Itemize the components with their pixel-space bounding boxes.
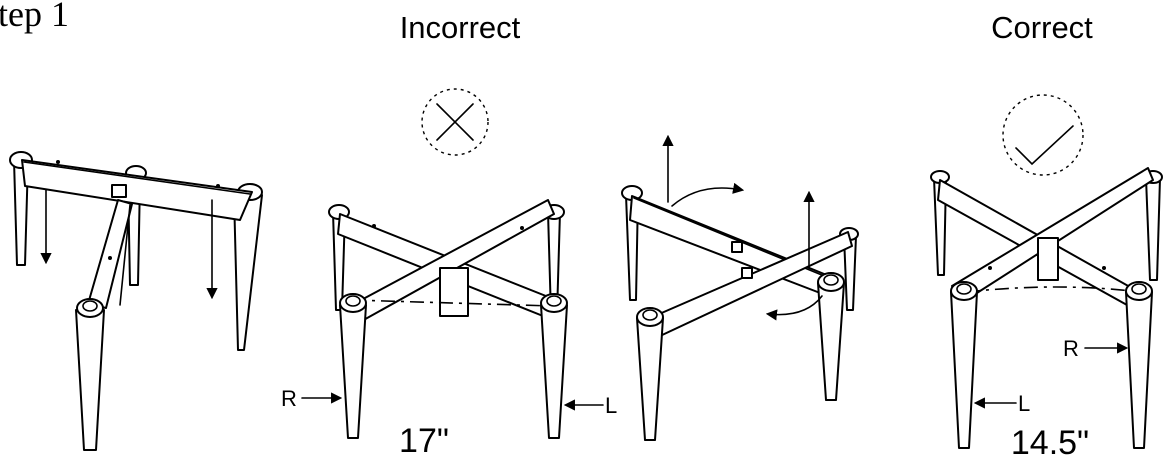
rail-rotation-step [621,134,859,441]
correct-left-label: L [1018,391,1030,416]
cross-icon [421,88,489,156]
incorrect-right-label: R [281,386,297,411]
correct-dimension: 14.5" [1011,424,1089,462]
correct-title: Correct [991,10,1093,45]
check-icon [1002,94,1084,176]
incorrect-dimension: 17" [399,422,449,460]
correct-base [930,167,1163,449]
frame-assembly-step [9,151,263,451]
step-label: Step 1 [0,0,69,34]
correct-right-label: R [1063,336,1079,361]
incorrect-left-label: L [605,393,617,418]
incorrect-base [301,199,604,439]
incorrect-title: Incorrect [400,10,521,45]
